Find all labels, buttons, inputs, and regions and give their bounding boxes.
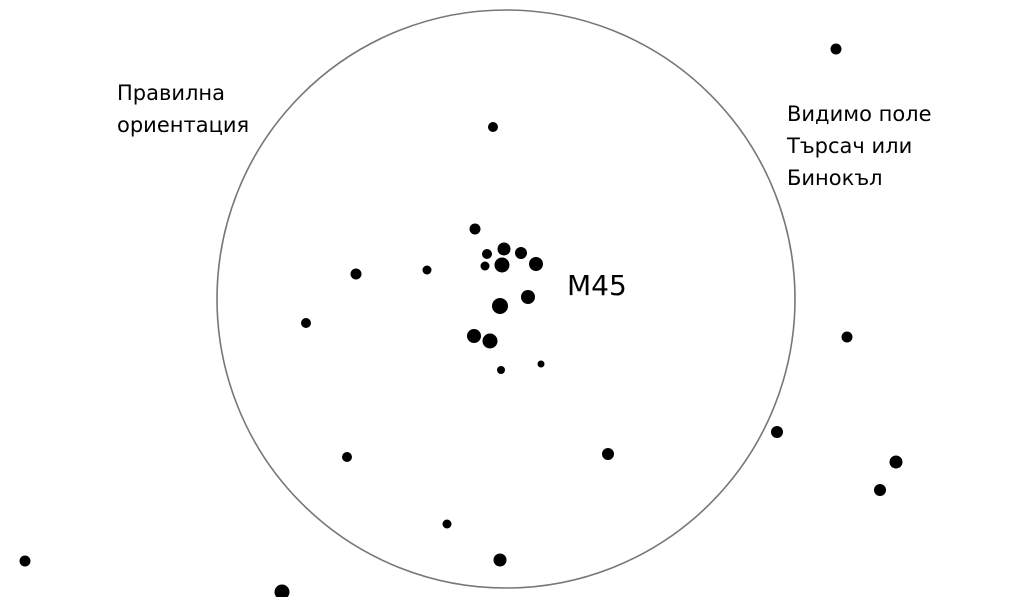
- field-star: [841, 331, 853, 343]
- object-label: M45: [567, 269, 627, 302]
- orientation-label-line: ориентация: [117, 113, 250, 137]
- field-star: [301, 318, 311, 328]
- field-star: [422, 265, 432, 275]
- field-star: [442, 519, 452, 529]
- field-star: [889, 455, 903, 469]
- cluster-star: [469, 223, 481, 235]
- cluster-star: [494, 257, 510, 273]
- field-star: [350, 268, 362, 280]
- field-star: [830, 43, 842, 55]
- field-of-view-label: Видимо поле Търсач или Бинокъл: [787, 98, 932, 194]
- field-of-view-label-line: Бинокъл: [787, 166, 883, 190]
- cluster-star: [492, 298, 508, 314]
- cluster-star: [521, 290, 535, 304]
- field-star: [342, 452, 352, 462]
- cluster-star: [482, 249, 492, 259]
- field-of-view-circle: [216, 9, 796, 589]
- cluster-star: [537, 360, 545, 368]
- cluster-star: [497, 366, 505, 374]
- field-of-view-label-line: Видимо поле: [787, 102, 932, 126]
- cluster-star: [529, 257, 543, 271]
- field-star: [874, 484, 886, 496]
- cluster-star: [467, 329, 481, 343]
- field-star: [19, 555, 31, 567]
- cluster-star: [482, 333, 498, 349]
- orientation-label: Правилна ориентация: [117, 77, 249, 141]
- field-star: [274, 584, 290, 597]
- cluster-star: [480, 261, 490, 271]
- cluster-star: [515, 247, 527, 259]
- field-of-view-label-line: Търсач или: [787, 134, 913, 158]
- field-star: [602, 448, 614, 460]
- orientation-label-line: Правилна: [117, 81, 226, 105]
- field-star: [488, 122, 498, 132]
- field-star: [771, 426, 783, 438]
- field-star: [493, 553, 507, 567]
- cluster-star: [497, 242, 511, 256]
